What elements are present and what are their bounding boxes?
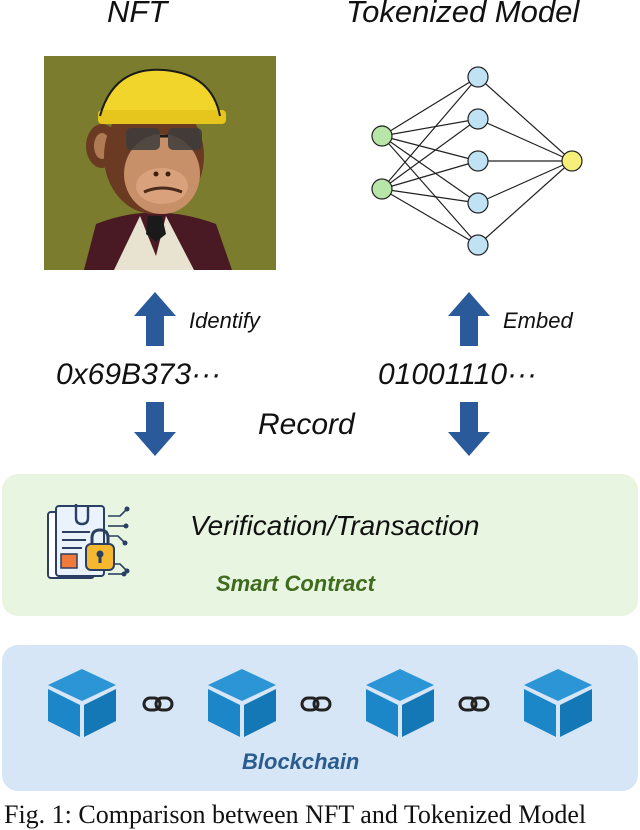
block-cube-icon [522,667,594,739]
embed-label: Embed [503,308,573,333]
left-down-arrow-icon [134,402,176,456]
identify-label: Identify [189,308,260,333]
blockchain-panel: Blockchain [2,645,638,791]
embed-up-arrow-icon [448,292,490,346]
smart-contract-panel: Verification/Transaction Smart Contract [2,474,638,616]
blockchain-label: Blockchain [242,749,360,774]
right-down-arrow-icon [448,402,490,456]
block-cube-icon [364,667,436,739]
smart-contract-label: Smart Contract [216,571,375,596]
model-binary-code: 01001110··· [378,358,537,391]
nft-title: NFT [107,0,168,29]
nft-address-code: 0x69B373··· [56,358,222,391]
identify-up-arrow-icon [134,292,176,346]
chain-link-icon [142,695,174,713]
chain-link-icon [300,695,332,713]
nft-ape-image [44,56,276,270]
chain-link-icon [458,695,490,713]
neural-network-icon [364,60,594,270]
figure-caption: Fig. 1: Comparison between NFT and Token… [4,800,587,829]
record-label: Record [258,408,355,441]
locked-document-icon [46,504,134,584]
tokenized-model-title: Tokenized Model [346,0,580,29]
verification-transaction-label: Verification/Transaction [190,510,480,541]
block-cube-icon [206,667,278,739]
block-cube-icon [46,667,118,739]
